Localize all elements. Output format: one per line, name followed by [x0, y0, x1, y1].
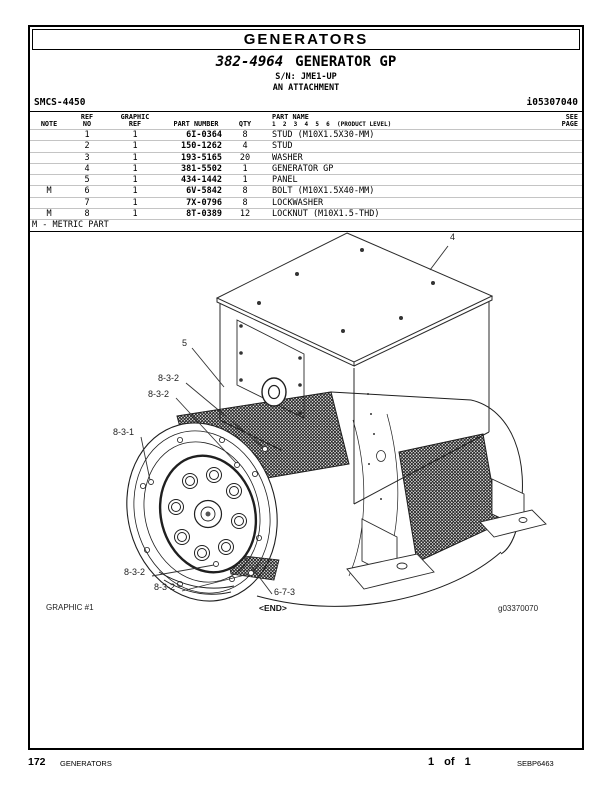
footer-section: GENERATORS [60, 759, 112, 768]
callout-label: 4 [450, 232, 456, 242]
drive-end-flange [126, 422, 280, 602]
callout-label: 5 [182, 338, 188, 348]
callout-label: 6-7-3 [274, 587, 296, 597]
graphic-caption: GRAPHIC #1 [46, 603, 94, 612]
footer-page-number: 172 [28, 756, 46, 768]
callout-label: 8-3-2 [148, 389, 170, 399]
col-part-number: PART NUMBER [173, 119, 219, 128]
graphic-id: g03370070 [498, 604, 539, 613]
assembly-name: GENERATOR GP [295, 54, 397, 70]
metric-part-footnote: M - METRIC PART [30, 220, 582, 233]
smcs-row: SMCS-4450 i05307040 [34, 97, 578, 108]
assembly-title: 382-4964 GENERATOR GP [30, 54, 582, 70]
mounting-feet [346, 478, 547, 590]
serial-line: S/N: JME1-UP [275, 72, 337, 82]
smcs-code: SMCS-4450 [34, 97, 86, 108]
callout-label: 8-3-1 [113, 427, 135, 437]
page-border: GENERATORS 382-4964 GENERATOR GP S/N: JME… [28, 25, 584, 750]
callout-label: 8-3-2 [154, 582, 176, 592]
doc-id: i05307040 [526, 97, 578, 108]
footer-page-of: 1 of 1 [428, 756, 471, 768]
page-footer: 172 GENERATORS 1 of 1 SEBP6463 [0, 754, 612, 778]
callout-label: 8-3-2 [124, 567, 146, 577]
callout-label: 8-3-2 [158, 373, 180, 383]
assembly-number: 382-4964 [215, 54, 284, 70]
section-title: GENERATORS [243, 31, 369, 48]
footer-media-number: SEBP6463 [517, 759, 554, 768]
generator-diagram [126, 232, 547, 607]
section-title-box: GENERATORS [32, 29, 580, 50]
graphic-area: 4 5 8-3-2 8-3-2 8-3-1 8-3-2 8-3-2 6-7-3 [31, 224, 583, 619]
leader-lines [140, 245, 449, 595]
attachment-line: AN ATTACHMENT [272, 83, 340, 93]
col-qty: QTY [238, 119, 252, 128]
col-note: NOTE [40, 119, 58, 128]
col-product-level: 1 2 3 4 5 6 (PRODUCT LEVEL) [272, 120, 392, 128]
end-marker: <END> [259, 603, 287, 613]
